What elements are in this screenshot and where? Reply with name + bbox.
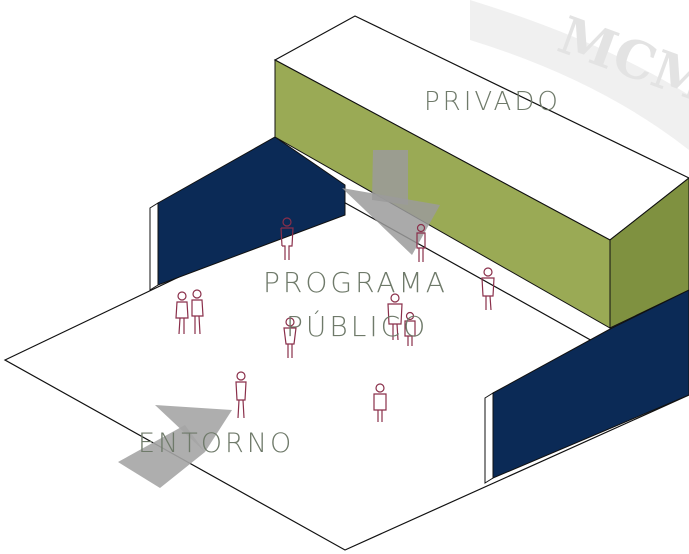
private-block-side (609, 177, 689, 329)
arrow-private-to-public (342, 150, 440, 255)
person-figure (404, 311, 416, 346)
person-figure (175, 291, 189, 335)
person-figure (280, 217, 294, 260)
person-figure (416, 223, 426, 262)
person-figure (283, 317, 297, 358)
label-privado: PRIVADO (424, 87, 561, 117)
label-publico: PÚBLICO (286, 309, 428, 343)
right-wall (484, 289, 689, 484)
label-programa: PROGRAMA (263, 266, 448, 299)
arrow-entorno-to-public (118, 405, 232, 488)
person-figure (373, 383, 387, 422)
person-figure (481, 267, 495, 311)
left-wall (149, 136, 346, 291)
person-figure (235, 371, 247, 419)
label-entorno: ENTORNO (138, 428, 294, 459)
watermark-seal: MCM (470, 0, 689, 150)
private-block (273, 15, 689, 329)
person-figure (191, 289, 204, 335)
people-figures (175, 217, 495, 422)
person-figure (387, 293, 403, 341)
